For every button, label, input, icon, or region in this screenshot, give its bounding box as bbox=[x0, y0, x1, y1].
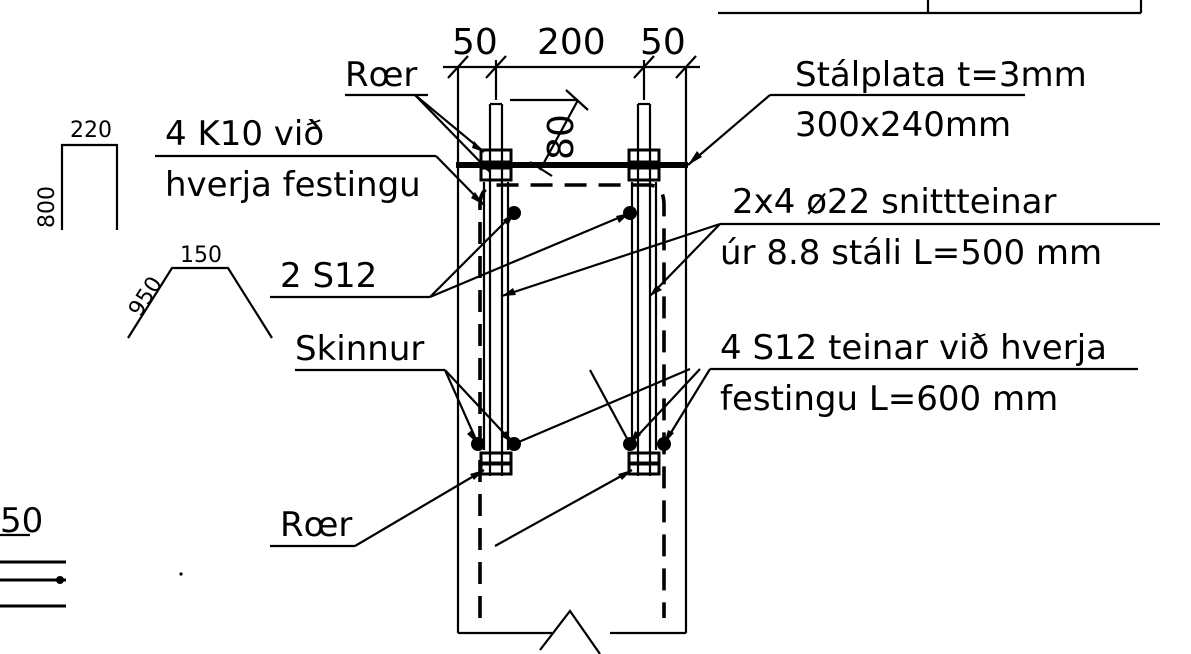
stirrup-height-label: 800 bbox=[35, 186, 60, 228]
dim-bolt-projection: 80 bbox=[541, 114, 582, 160]
label-teinar-line1: 4 S12 teinar við hverja bbox=[720, 328, 1107, 368]
label-plate-line2: 300x240mm bbox=[795, 105, 1011, 145]
leader-k10 bbox=[155, 154, 485, 206]
leader-roer-top bbox=[345, 93, 491, 173]
label-s12: 2 S12 bbox=[280, 256, 377, 296]
leader-plate bbox=[687, 93, 1025, 166]
top-dimension-line bbox=[443, 55, 700, 100]
label-teinar-line2: festingu L=600 mm bbox=[720, 379, 1058, 419]
label-plate-line1: Stálplata t=3mm bbox=[795, 55, 1087, 95]
label-roer-bottom: Rœr bbox=[280, 505, 352, 545]
edge-fragment-value: 50 bbox=[0, 501, 43, 541]
label-rods-line1: 2x4 ø22 snittteinar bbox=[732, 182, 1057, 222]
label-roer-top: Rœr bbox=[345, 55, 417, 95]
label-skinnur: Skinnur bbox=[295, 329, 424, 369]
bent-top-label: 150 bbox=[180, 243, 222, 268]
leader-s12 bbox=[270, 211, 631, 299]
threaded-rod-left bbox=[488, 102, 504, 476]
leader-skinnur bbox=[295, 368, 631, 445]
top-nuts bbox=[479, 148, 661, 182]
column-outline bbox=[456, 67, 688, 654]
stirrup-shape-sketch bbox=[60, 143, 119, 230]
label-rods-line2: úr 8.8 stáli L=500 mm bbox=[720, 233, 1102, 273]
leader-roer-bottom bbox=[270, 469, 633, 548]
dim-right-edge: 50 bbox=[640, 22, 686, 63]
leader-teinar bbox=[513, 367, 1138, 446]
label-k10-line1: 4 K10 við bbox=[165, 114, 324, 154]
k10-stirrup bbox=[478, 183, 666, 618]
leader-rods bbox=[501, 222, 1160, 298]
bent-bar-shape-sketch bbox=[127, 266, 273, 339]
title-frame-fragment bbox=[718, 0, 1143, 15]
threaded-rod-right bbox=[636, 102, 652, 476]
stirrup-width-label: 220 bbox=[70, 118, 112, 143]
dim-left-edge: 50 bbox=[452, 22, 498, 63]
left-edge-fragment bbox=[0, 533, 183, 608]
bent-leg-label: 950 bbox=[124, 272, 168, 321]
label-k10-line2: hverja festingu bbox=[165, 165, 421, 205]
tubes bbox=[482, 182, 658, 450]
dim-middle: 200 bbox=[537, 22, 606, 63]
